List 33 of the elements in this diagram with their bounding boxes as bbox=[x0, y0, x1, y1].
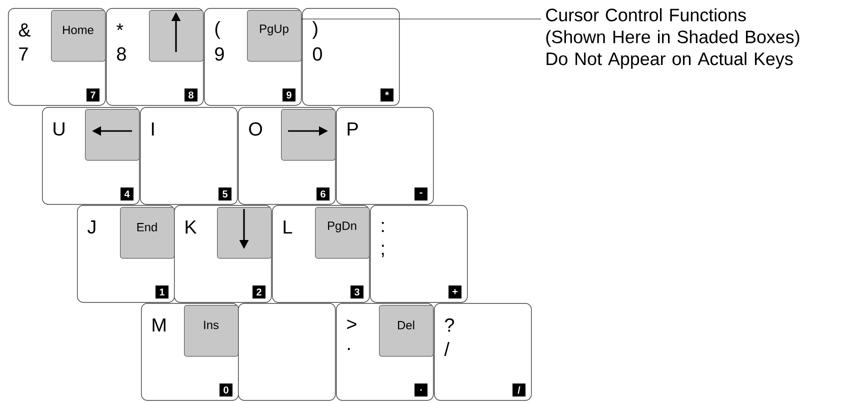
shaded-box bbox=[149, 10, 204, 62]
keypad-badge: * bbox=[380, 88, 394, 102]
shaded-box: Home bbox=[51, 10, 106, 62]
shaded-box: Del bbox=[379, 305, 434, 357]
shaded-box bbox=[281, 109, 336, 161]
keypad-badge: 4 bbox=[120, 188, 134, 200]
keypad-badge: 9 bbox=[282, 88, 296, 102]
shaded-box: End bbox=[120, 207, 175, 259]
key: ) 0 * bbox=[302, 8, 400, 106]
key: I 5 bbox=[140, 107, 238, 205]
key: : ; + bbox=[370, 205, 468, 303]
keypad-badge: / bbox=[512, 384, 526, 396]
shaded-box: PgDn bbox=[315, 207, 370, 259]
keypad-badge: 0 bbox=[220, 384, 232, 396]
shaded-box: Ins bbox=[184, 305, 239, 357]
leader-line bbox=[301, 18, 542, 20]
key: ? / / bbox=[434, 303, 532, 401]
keypad-badge: 6 bbox=[316, 188, 330, 200]
keypad-badge: - bbox=[414, 188, 428, 200]
keypad-badge: 1 bbox=[156, 286, 168, 298]
keypad-badge: . bbox=[414, 384, 428, 396]
keypad-badge: 5 bbox=[218, 188, 232, 200]
note-text: Cursor Control Functions (Shown Here in Shaded Boxes) Do Not Appear on Actual Keys bbox=[546, 8, 800, 69]
keypad-badge: 8 bbox=[184, 88, 198, 102]
key bbox=[238, 303, 336, 401]
keypad-badge: + bbox=[448, 286, 462, 298]
keypad-badge: 3 bbox=[350, 286, 364, 298]
keypad-badge: 2 bbox=[252, 286, 266, 298]
shaded-box bbox=[217, 207, 272, 259]
key: P - bbox=[336, 107, 434, 205]
shaded-box bbox=[85, 109, 140, 161]
shaded-box: PgUp bbox=[247, 10, 302, 62]
keypad-badge: 7 bbox=[86, 88, 100, 102]
